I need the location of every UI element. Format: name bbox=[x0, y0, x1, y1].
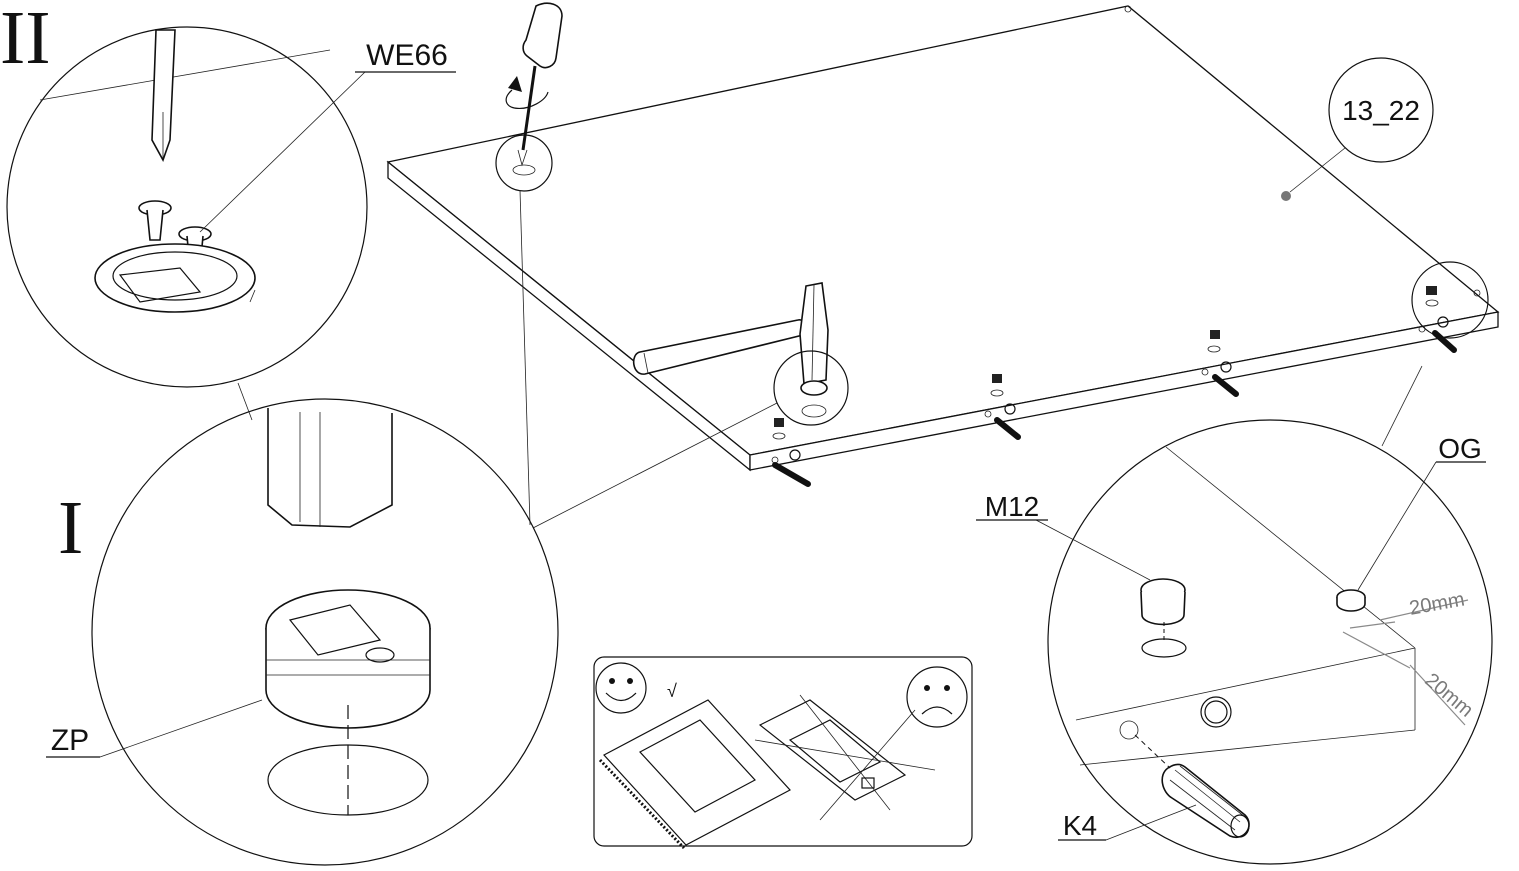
hammer-callout bbox=[532, 350, 849, 529]
step-two-label: II bbox=[0, 0, 51, 80]
correct-check-mark: √ bbox=[667, 681, 677, 701]
panel-marker-dot bbox=[1281, 191, 1291, 201]
hole-marker-label: OG bbox=[1438, 433, 1482, 464]
panel-board bbox=[386, 5, 1500, 472]
hammer-icon bbox=[632, 282, 829, 385]
dowel-label: K4 bbox=[1063, 810, 1097, 841]
connector-line bbox=[237, 382, 253, 421]
panel-label: 13_22 bbox=[1342, 95, 1420, 126]
screwdriver-icon bbox=[505, 2, 563, 151]
screw-label: WE66 bbox=[366, 39, 448, 72]
dimension-top: 20mm bbox=[1408, 588, 1467, 619]
dimension-edge: 20mm bbox=[1420, 669, 1477, 722]
cam-housing-label: ZP bbox=[51, 724, 89, 757]
surface-cams bbox=[772, 330, 1221, 440]
smiley-face-icon bbox=[595, 662, 647, 714]
floor-protection-panel: √ bbox=[593, 656, 973, 850]
detail-right: 20mm 20mm M12 OG K4 bbox=[976, 419, 1493, 865]
screwdriver-callout bbox=[495, 134, 553, 526]
panel-label-bubble: 13_22 bbox=[1289, 57, 1434, 193]
cam-lock-label: M12 bbox=[985, 491, 1039, 522]
detail-two: WE66 II bbox=[0, 0, 456, 388]
detail-one: ZP I bbox=[46, 398, 559, 866]
corner-callout bbox=[1381, 261, 1489, 447]
sad-face-icon bbox=[906, 666, 968, 728]
step-one-label: I bbox=[58, 486, 83, 570]
